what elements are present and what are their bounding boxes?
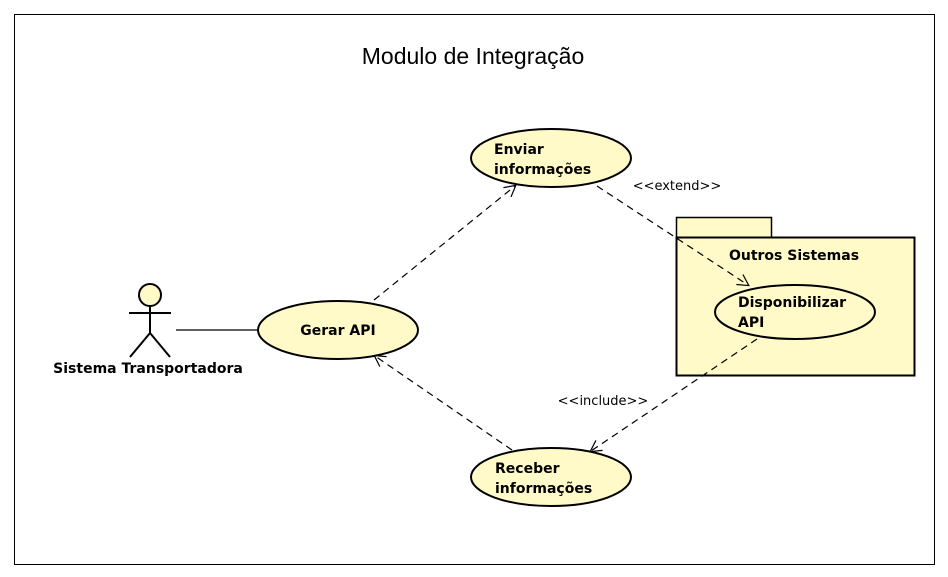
use-case-label-line2: informações (494, 162, 591, 178)
use-case-ellipse (470, 128, 632, 188)
use-case-label: Gerar API (300, 323, 375, 339)
use-case-ellipse (257, 300, 419, 360)
actor-sistema-transportadora[interactable]: Sistema Transportadora (53, 283, 243, 377)
include-disponibilizar-to-receber (589, 338, 758, 453)
use-case-receber-informacoes[interactable]: Receber informações (470, 447, 632, 507)
dependency-gerar-to-enviar (373, 184, 517, 301)
use-case-disponibilizar-api[interactable]: Disponibilizar API (714, 284, 876, 340)
use-case-label-line2: informações (495, 481, 592, 497)
package-label: Outros Sistemas (729, 248, 859, 264)
use-case-label-line2: API (738, 315, 764, 331)
use-case-enviar-informacoes[interactable]: Enviar informações (470, 128, 632, 188)
use-case-label-line1: Receber (495, 461, 560, 477)
use-case-ellipse (470, 447, 632, 507)
use-case-label-line1: Enviar (494, 142, 544, 158)
dependency-receber-to-gerar (373, 354, 513, 451)
use-case-ellipse (714, 284, 876, 340)
actor-left-leg (129, 332, 151, 358)
actor-head (138, 283, 162, 307)
extend-label: <<extend>> (633, 179, 722, 194)
actor-label: Sistema Transportadora (53, 361, 243, 377)
actor-right-leg (149, 332, 171, 358)
package-tab (675, 216, 773, 239)
include-label: <<include>> (558, 394, 649, 409)
diagram-title: Modulo de Integração (362, 43, 585, 69)
use-case-label-line1: Disponibilizar (738, 295, 846, 311)
use-case-gerar-api[interactable]: Gerar API (257, 300, 419, 360)
extend-enviar-to-disponibilizar (596, 185, 750, 287)
